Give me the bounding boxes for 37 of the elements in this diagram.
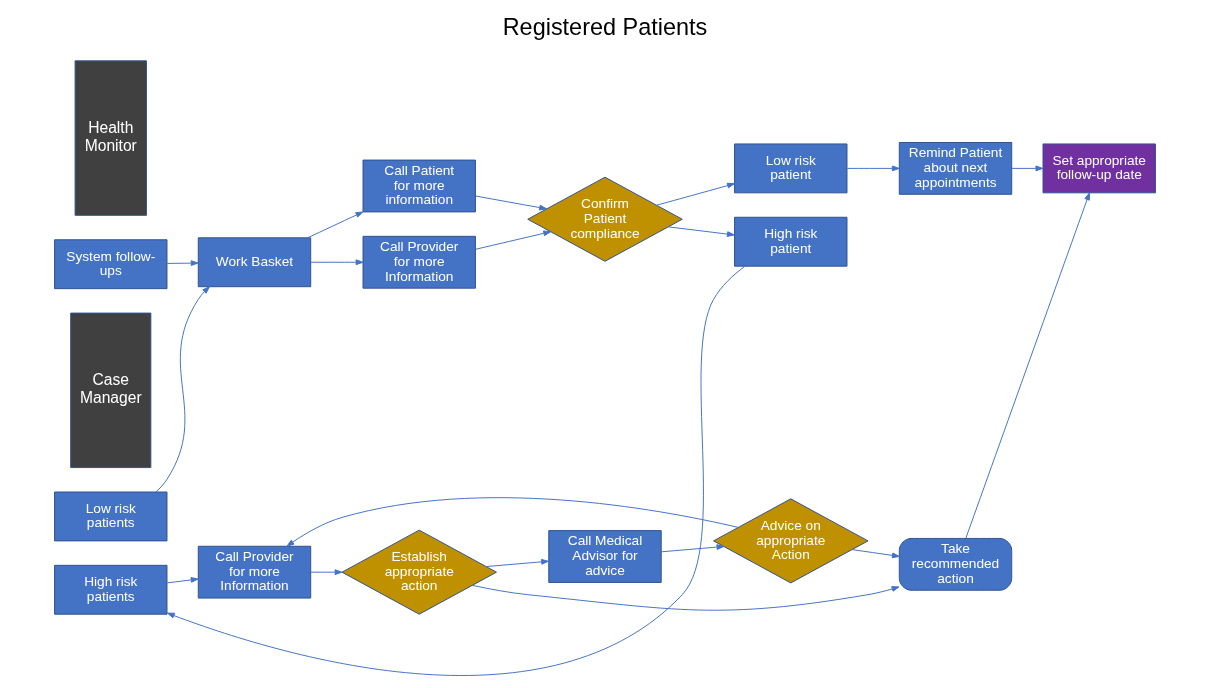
node-diamond: Establish appropriate action (341, 529, 497, 615)
arrow (166, 260, 199, 266)
node-diamond: Confirm Patient compliance (527, 176, 683, 262)
arrow (851, 549, 900, 559)
node-box: Low risk patients (54, 491, 168, 542)
arrow (286, 497, 739, 547)
arrow (471, 584, 900, 611)
node-box: Work Basket (197, 237, 312, 288)
arrow (668, 226, 735, 237)
arrow (307, 211, 364, 239)
node-box: Call Medical Advisor for advice (548, 530, 662, 583)
arrow (1011, 165, 1044, 172)
node-box: Call Patient for more information (362, 159, 476, 213)
arrow (166, 265, 746, 676)
node-box: Low risk patient (734, 143, 848, 194)
diagram-title: Registered Patients (502, 13, 708, 40)
node-box: Case Manager (70, 312, 152, 469)
node-box: High risk patient (734, 216, 848, 267)
node-box: Health Monitor (74, 60, 147, 216)
arrow (485, 558, 549, 568)
node-box: Take recommended action (898, 537, 1013, 591)
arrow (166, 577, 199, 584)
node-box: Call Provider for more Information (197, 545, 312, 599)
arrow (475, 230, 552, 250)
arrow (660, 544, 725, 553)
node-box: Call Provider for more Information (362, 235, 476, 289)
node-box: System follow-ups (54, 239, 168, 290)
node-box: Set appropriate follow-up date (1042, 143, 1156, 194)
arrow (965, 192, 1090, 539)
arrow (475, 195, 547, 211)
arrow (310, 259, 364, 266)
arrow (310, 569, 343, 576)
arrow (656, 182, 735, 206)
arrow (155, 286, 210, 493)
arrow (846, 165, 900, 172)
node-box: High risk patients (54, 564, 168, 615)
node-box: Remind Patient about next appointments (898, 142, 1013, 195)
